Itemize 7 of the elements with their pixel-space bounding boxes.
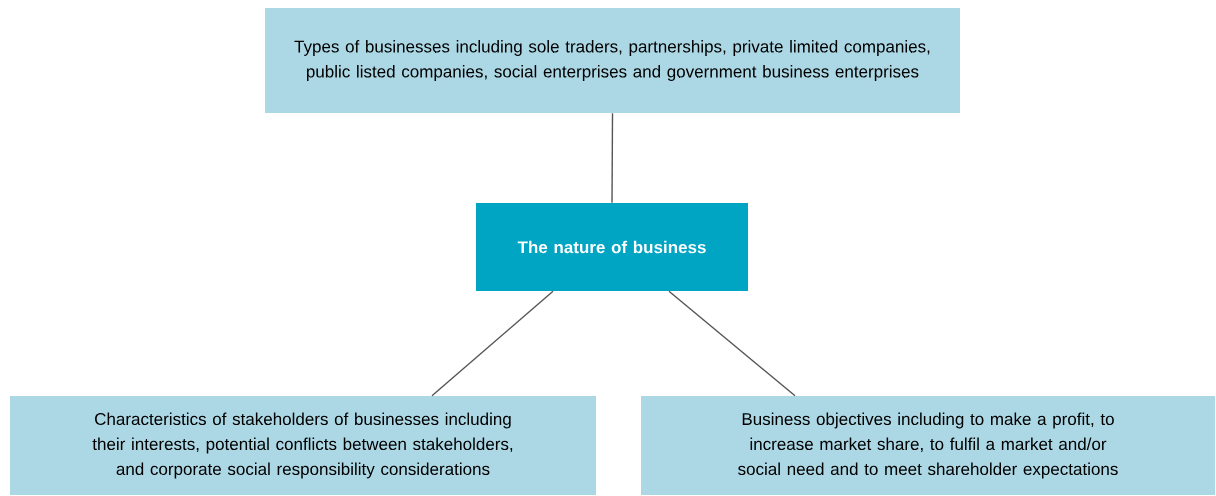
subtopic-box: Business objectives including to make a profit, to increase market share, to fulfil a market and/or social need and to meet shareholder expectations	[641, 396, 1215, 495]
connector-line	[668, 290, 796, 397]
subtopic-box: Types of businesses including sole traders, partnerships, private limited companies, public listed companies, social enterprises and government business enterprises	[265, 8, 960, 113]
connector-line	[431, 290, 554, 397]
topic-box: The nature of business	[476, 203, 748, 291]
connector-line	[611, 112, 614, 204]
subtopic-box: Characteristics of stakeholders of businesses including their interests, potential conflicts between stakeholders, and corporate social responsibility considerations	[10, 396, 596, 495]
